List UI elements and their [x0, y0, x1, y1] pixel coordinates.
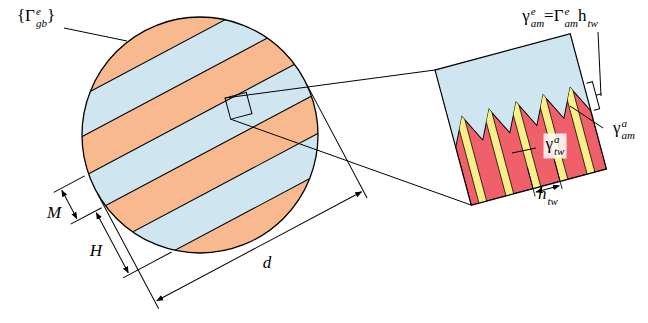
- label-text: e: [36, 6, 47, 18]
- stripe-width: M: [47, 204, 61, 221]
- label-text: tw: [548, 196, 558, 208]
- label-text: am: [622, 130, 635, 142]
- label-text: {Γ: [17, 7, 35, 26]
- script-stack: ​tw: [587, 6, 597, 29]
- label-text: a: [554, 134, 564, 146]
- label-text: am: [531, 18, 544, 30]
- spacer: ​: [587, 6, 597, 18]
- label-text: H: [90, 241, 102, 260]
- label-text: γ: [522, 7, 530, 26]
- grain-diameter: d: [263, 254, 272, 271]
- interface-energy: γaam: [613, 118, 635, 141]
- label-text: }: [47, 7, 55, 26]
- label-text: h: [538, 185, 547, 204]
- label-text: γ: [613, 119, 621, 138]
- label-text: γ: [546, 135, 554, 154]
- stripe-period: H: [90, 242, 102, 259]
- label-text: e: [531, 6, 544, 18]
- spacer: ​: [548, 184, 558, 196]
- label-text: h: [578, 7, 587, 26]
- label-text: am: [565, 18, 578, 30]
- label-text: =Γ: [544, 7, 563, 26]
- script-stack: ​tw: [548, 184, 558, 207]
- grain-boundary-energy: {Γegb}: [17, 6, 55, 29]
- script-stack: atw: [554, 134, 564, 157]
- label-text: M: [47, 203, 61, 222]
- effective-interface-energy: γeam=Γeamh​tw: [522, 6, 598, 29]
- label-text: tw: [554, 146, 564, 158]
- label-text: d: [263, 253, 272, 272]
- label-text: gb: [36, 18, 47, 30]
- twin-boundary-energy: γatw: [544, 133, 567, 158]
- script-stack: aam: [622, 118, 635, 141]
- script-stack: egb: [36, 6, 47, 29]
- script-stack: eam: [531, 6, 544, 29]
- grain-outline: [82, 17, 318, 253]
- script-stack: eam: [565, 6, 578, 29]
- label-text: a: [622, 118, 635, 130]
- label-text: tw: [587, 18, 597, 30]
- label-text: e: [565, 6, 578, 18]
- twin-spacing: h​tw: [538, 184, 558, 207]
